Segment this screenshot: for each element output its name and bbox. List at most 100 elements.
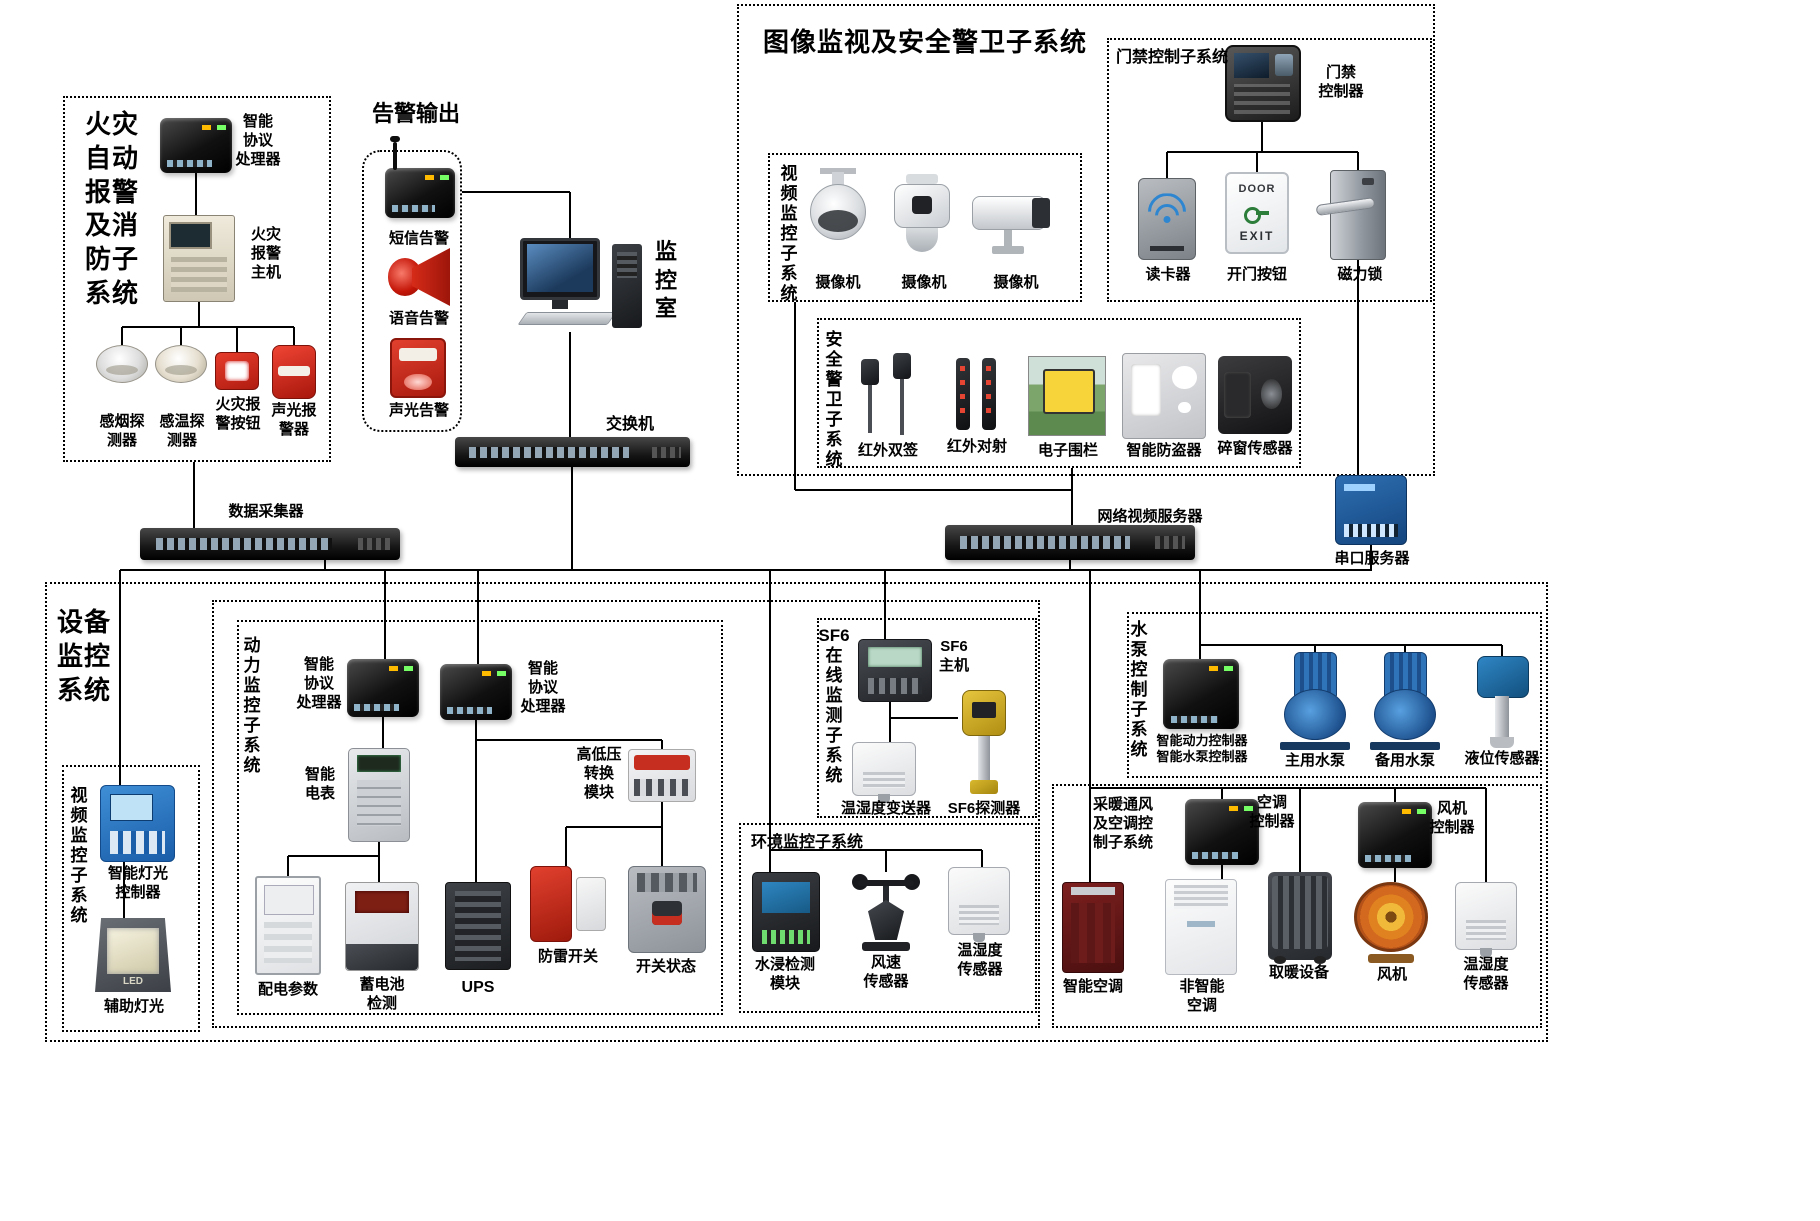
fan-controller-image xyxy=(1358,802,1432,868)
hv-module-label: 高低压 转换 模块 xyxy=(576,746,622,801)
door-text: DOOR xyxy=(1238,183,1276,195)
main-pump-image xyxy=(1280,652,1350,750)
surveillance-box xyxy=(737,4,1435,476)
fan-image xyxy=(1350,882,1432,964)
monitor-screen xyxy=(527,244,593,292)
power-protocol-processor-2-label: 智能 协议 处理器 xyxy=(520,660,566,715)
fire-system-title: 火灾 自动 报警 及消 防子 系统 xyxy=(84,109,139,308)
camera-lens xyxy=(912,196,932,214)
ir-dual-label: 红外双签 xyxy=(857,442,918,459)
spd-module xyxy=(530,866,572,942)
camera2-label: 摄像机 xyxy=(901,274,947,291)
aux-light-label: 辅助灯光 xyxy=(103,998,164,1015)
sf6-detector-image xyxy=(958,690,1010,795)
water-detection-image xyxy=(752,872,820,952)
access-control-box xyxy=(1107,38,1432,302)
card-reader-image xyxy=(1138,178,1196,260)
camera-foot xyxy=(992,246,1024,254)
power-outer-box xyxy=(212,600,1040,1028)
video-subsystem-label: 视 频 监 控 子 系 统 xyxy=(780,164,798,304)
dome-camera-image xyxy=(806,168,870,272)
pump-subsystem-title: 水 泵 控 制 子 系 统 xyxy=(1130,620,1148,760)
beam-bar xyxy=(956,358,970,430)
sensor-stem xyxy=(883,886,889,902)
sf6-detector-label: SF6探测器 xyxy=(947,800,1021,817)
battery-tester-label: 蓄电池 检测 xyxy=(359,976,405,1012)
sf6-transmitter-image xyxy=(852,742,916,803)
voice-alarm-label: 语音告警 xyxy=(388,310,449,327)
lightning-switch-label: 防雷开关 xyxy=(537,948,598,965)
heat-detector-image xyxy=(155,345,207,383)
access-controller-image xyxy=(1225,45,1301,122)
maglock-label: 磁力锁 xyxy=(1337,266,1383,283)
glass-break-label: 碎窗传感器 xyxy=(1217,440,1293,457)
ir-dual-sensor-image xyxy=(853,353,921,437)
camera-lens xyxy=(818,210,858,232)
nvr-label: 网络视频服务器 xyxy=(1097,508,1203,525)
card-reader-label: 读卡器 xyxy=(1145,266,1191,283)
surveillance-title: 图像监视及安全警卫子系统 xyxy=(763,27,1088,57)
env-temphum-label: 温湿度 传感器 xyxy=(957,942,1003,978)
sensor-tip xyxy=(1490,736,1514,748)
card-slot xyxy=(1150,246,1184,251)
ir-beam-label: 红外对射 xyxy=(946,438,1007,455)
hvac-subsystem-title: 采暖通风 及空调控 制子系统 xyxy=(1092,796,1153,851)
access-control-title: 门禁控制子系统 xyxy=(1116,49,1229,66)
ac-controller-image xyxy=(1185,799,1259,865)
heat-detector-label: 感温探 测器 xyxy=(159,413,205,449)
sms-alarm-image xyxy=(385,136,455,218)
soundlight-alarm-label: 声光告警 xyxy=(388,402,449,419)
equipment-video-subsystem-box xyxy=(62,765,200,1032)
power-subsystem-box xyxy=(237,620,723,1015)
sensor-base xyxy=(862,942,910,951)
core-switch-image xyxy=(455,437,690,467)
video-subsystem-box xyxy=(768,153,1082,302)
monitor-stand xyxy=(552,300,568,309)
detector-stem xyxy=(978,736,990,782)
data-collector-image xyxy=(140,528,400,560)
nvr-image xyxy=(945,525,1195,560)
alarm-output-box xyxy=(362,150,462,432)
exit-text: EXIT xyxy=(1239,229,1275,243)
heater-label: 取暖设备 xyxy=(1268,964,1329,981)
pump-base xyxy=(1280,742,1350,750)
smart-meter-image xyxy=(348,748,410,842)
lightning-switch-image xyxy=(530,866,606,942)
led-floodlight-image: LED xyxy=(95,918,171,992)
power-protocol-processor-1-image xyxy=(347,659,419,717)
equipment-video-subsystem-label: 视 频 监 控 子 系 统 xyxy=(70,786,88,926)
smoke-detector-label: 感烟探 测器 xyxy=(99,413,145,449)
pump-controller-label: 智能动力控制器 智能水泵控制器 xyxy=(1156,733,1248,765)
sms-antenna-icon xyxy=(390,136,400,170)
backup-pump-image xyxy=(1370,652,1440,750)
detector-base xyxy=(970,780,998,794)
equipment-system-title: 设备 监控 系统 xyxy=(56,607,111,705)
ups-image xyxy=(445,882,511,970)
fire-protocol-processor-image xyxy=(160,118,232,173)
spd-module xyxy=(575,876,606,932)
equipment-system-box xyxy=(45,582,1548,1042)
detector-screen xyxy=(972,702,996,718)
fire-sounder-image xyxy=(272,345,316,399)
environment-subsystem-box xyxy=(739,823,1037,1013)
fan-ring xyxy=(1354,882,1428,952)
sensor-body xyxy=(868,900,904,940)
wind-sensor-image xyxy=(852,872,920,952)
fire-protocol-processor-label: 智能 协议 处理器 xyxy=(235,113,281,168)
battery-tester-image xyxy=(345,882,419,971)
key-icon xyxy=(1244,206,1270,224)
camera-mount xyxy=(906,174,938,184)
camera-base xyxy=(906,228,938,252)
exit-button-image: DOOR EXIT xyxy=(1225,172,1289,254)
pump-controller-image xyxy=(1163,659,1239,729)
bullet-camera-image xyxy=(972,182,1064,258)
camera-mount xyxy=(820,168,856,174)
wifi-icon xyxy=(1163,215,1171,223)
wind-sensor-label: 风速 传感器 xyxy=(863,954,909,990)
hvac-temphum-label: 温湿度 传感器 xyxy=(1463,956,1509,992)
soundlight-alarm-image xyxy=(390,338,446,398)
ir-pole xyxy=(868,385,872,433)
glass-break-sensor-image xyxy=(1218,356,1292,434)
